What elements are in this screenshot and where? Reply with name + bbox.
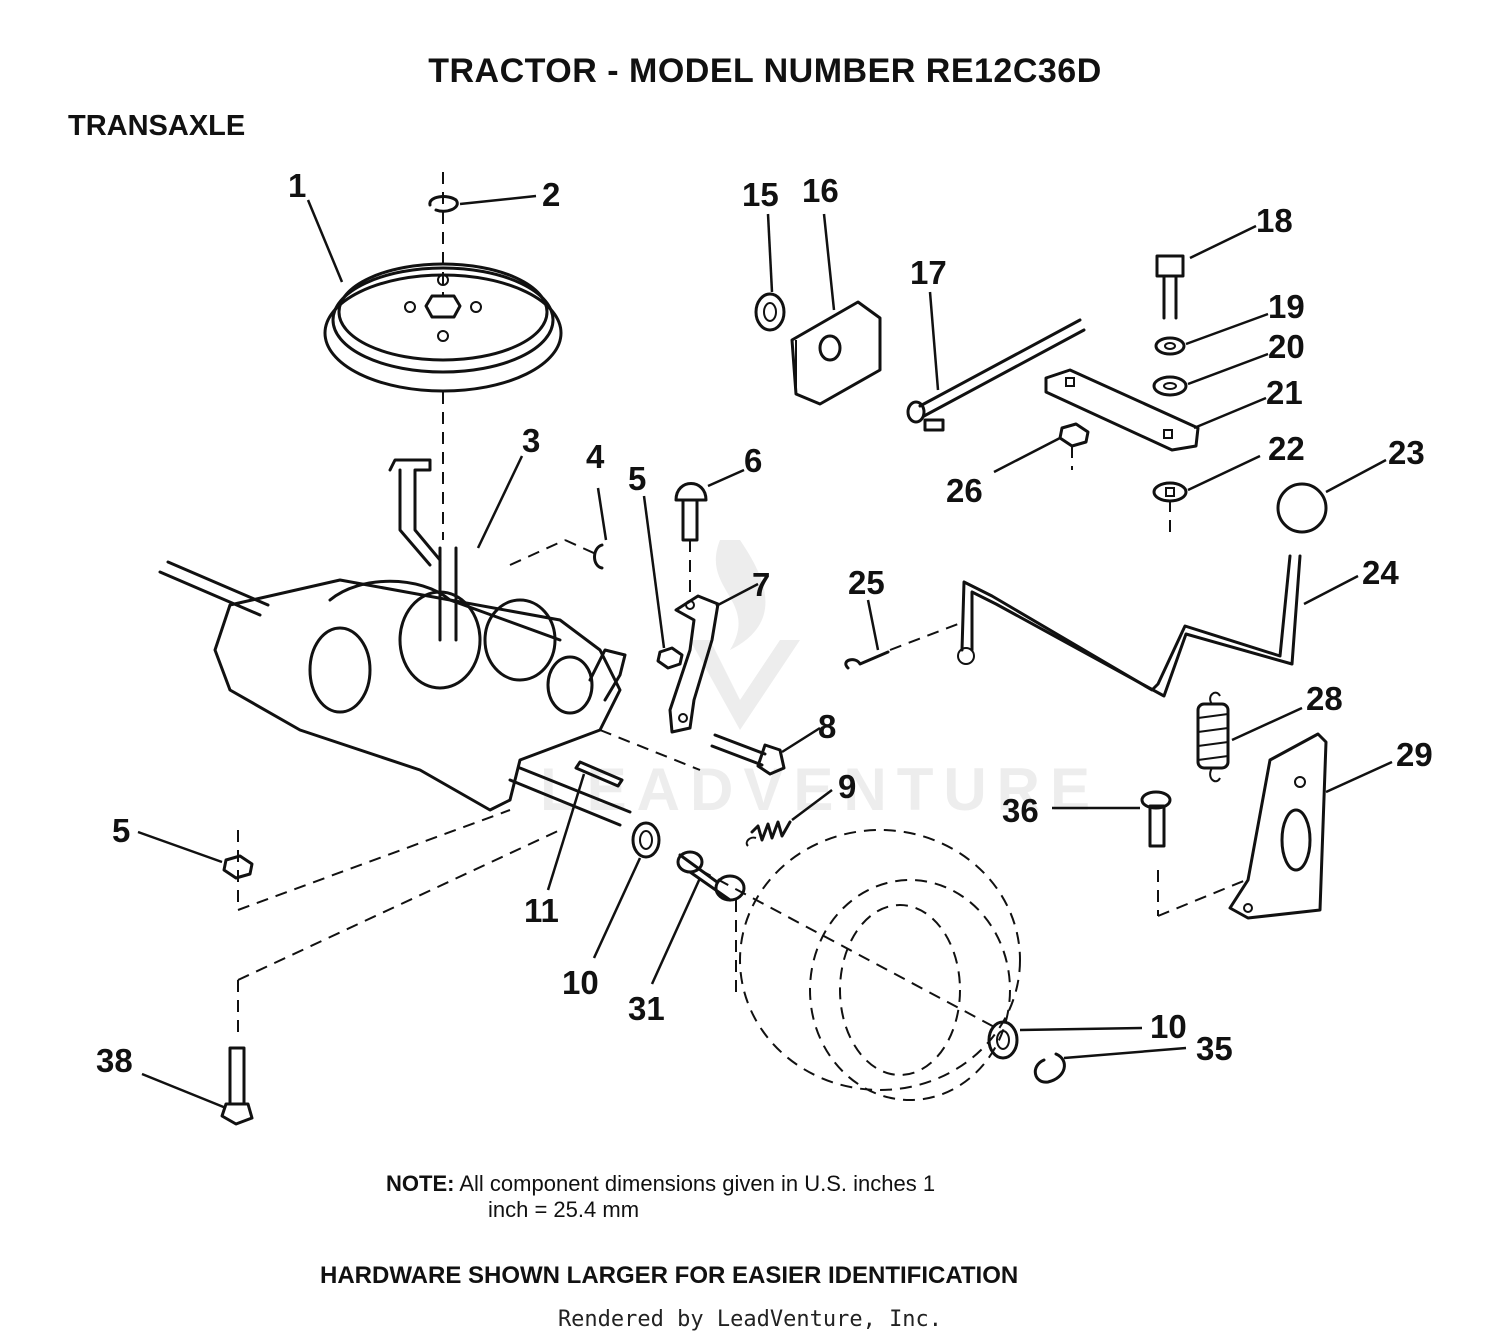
callout-26: 26 (946, 472, 983, 509)
shift-knob-part (1276, 482, 1328, 534)
callout-10-right: 10 (1150, 1008, 1187, 1045)
nut-upper-part (656, 646, 684, 670)
shift-rod-part (906, 318, 1086, 432)
washer-22-part (1152, 481, 1188, 540)
carriage-bolt-part (674, 482, 708, 600)
dimension-note: NOTE: All component dimensions given in … (386, 1170, 935, 1197)
spacer-part (676, 850, 746, 902)
callout-7: 7 (752, 566, 770, 603)
pulley-part (323, 172, 563, 540)
square-key-part (574, 760, 624, 788)
cotter-pin-part (844, 623, 959, 670)
washer-part (631, 821, 1019, 1060)
render-credit: Rendered by LeadVenture, Inc. (557, 1307, 943, 1332)
callout-9: 9 (838, 768, 856, 805)
note-label: NOTE: (386, 1171, 455, 1196)
callout-17: 17 (910, 254, 947, 291)
callout-1: 1 (288, 167, 306, 204)
bolt-18-part (1155, 254, 1185, 320)
leader-lines (137, 194, 1393, 1110)
callout-10-left: 10 (562, 964, 599, 1001)
callout-23: 23 (1388, 434, 1425, 471)
washer-15-part (754, 292, 786, 332)
callout-36: 36 (1002, 792, 1039, 829)
plate-21-part (1044, 368, 1200, 452)
callout-16: 16 (802, 172, 839, 209)
callout-38: 38 (96, 1042, 133, 1079)
note-line-2: inch = 25.4 mm (488, 1197, 640, 1222)
shift-lever-part (957, 554, 1302, 698)
retainer-clip-part (428, 195, 459, 213)
nut-lower-part (222, 854, 254, 880)
callout-35: 35 (1196, 1030, 1233, 1067)
callout-3: 3 (522, 422, 540, 459)
callout-5-upper: 5 (628, 460, 646, 497)
watermark: LEADVENTURE (540, 540, 1100, 823)
note-line-1: All component dimensions given in U.S. i… (459, 1171, 936, 1196)
transaxle-body (158, 458, 632, 827)
wheel-clip-part (1033, 1052, 1066, 1084)
return-spring-part (1196, 691, 1230, 783)
bracket-part (668, 594, 720, 734)
callout-24: 24 (1362, 554, 1399, 591)
callout-19: 19 (1268, 288, 1305, 325)
washer-19-part (1154, 336, 1186, 356)
callout-20: 20 (1268, 328, 1305, 365)
callout-labels: 1 2 3 4 5 6 7 8 9 5 11 10 31 15 16 17 18… (96, 167, 1433, 1079)
screw-36-part (1140, 790, 1247, 917)
callout-29: 29 (1396, 736, 1433, 773)
callout-5-lower: 5 (112, 812, 130, 849)
callout-15: 15 (742, 176, 779, 213)
section-heading: TRANSAXLE (68, 110, 246, 142)
wheel-outline (699, 829, 1021, 1101)
nut-26-part (1058, 422, 1090, 470)
callout-18: 18 (1256, 202, 1293, 239)
callout-11: 11 (524, 892, 559, 929)
watermark-text: LEADVENTURE (540, 756, 1100, 823)
small-spring-part (745, 820, 792, 847)
assembly-guides (237, 539, 701, 1040)
callout-31: 31 (628, 990, 665, 1027)
key-part (593, 543, 604, 570)
callout-2: 2 (542, 176, 560, 213)
page-title: TRACTOR - MODEL NUMBER RE12C36D (428, 52, 1102, 90)
callout-28: 28 (1306, 680, 1343, 717)
callout-21: 21 (1266, 374, 1303, 411)
hardware-note: HARDWARE SHOWN LARGER FOR EASIER IDENTIF… (320, 1262, 1019, 1289)
hex-bolt-part (710, 733, 786, 776)
bolt-38-part (220, 1046, 254, 1126)
callout-6: 6 (744, 442, 762, 479)
callout-25: 25 (848, 564, 885, 601)
callout-4: 4 (586, 438, 605, 475)
callout-22: 22 (1268, 430, 1305, 467)
callout-8: 8 (818, 708, 836, 745)
lever-bracket-part (1228, 732, 1328, 920)
mounting-bracket-part (790, 300, 882, 406)
washer-20-part (1152, 375, 1188, 397)
